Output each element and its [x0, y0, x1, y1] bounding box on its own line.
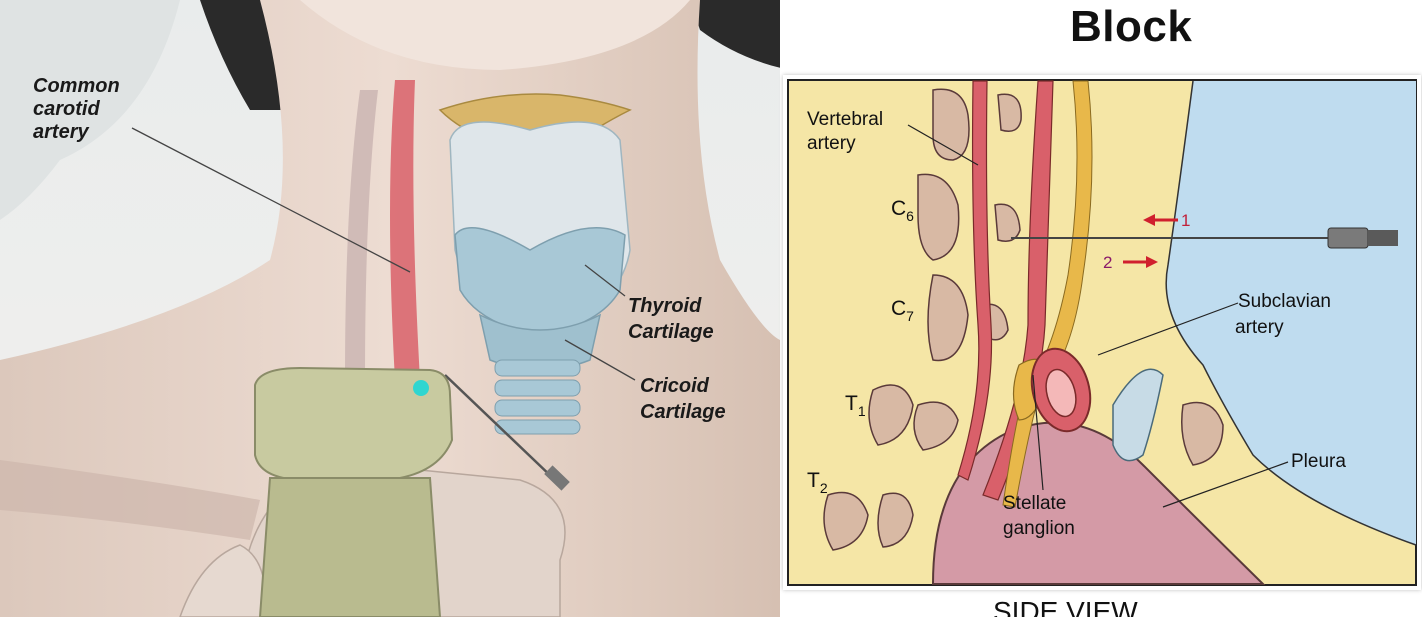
side-view-inset: 1 2 Vertebral artery Subclavian artery S…	[783, 75, 1421, 590]
label-subclavian-artery: artery	[1235, 317, 1284, 338]
trachea-ring	[495, 360, 580, 376]
label-common: Common	[33, 75, 120, 97]
label-thyroid: Thyroid	[628, 295, 702, 317]
label-vertebral-artery: artery	[807, 133, 856, 154]
label-stellate: Stellate	[1003, 493, 1066, 514]
neck-illustration: Common carotid artery Thyroid Cartilage …	[0, 0, 780, 617]
neck-illustration-svg: Common carotid artery Thyroid Cartilage …	[0, 0, 780, 617]
title: Block	[1070, 2, 1192, 52]
probe-indicator-dot	[413, 380, 429, 396]
arrow-2-label: 2	[1103, 253, 1112, 272]
label-vertebral: Vertebral	[807, 109, 883, 130]
label-artery: artery	[33, 121, 89, 143]
inset-needle-hub	[1328, 228, 1368, 248]
side-view-svg: 1 2 Vertebral artery Subclavian artery S…	[783, 75, 1421, 590]
label-carotid: carotid	[33, 98, 100, 120]
label-stellate-ganglion: ganglion	[1003, 518, 1075, 539]
label-cricoid-cartilage: Cartilage	[640, 401, 726, 423]
label-pleura: Pleura	[1291, 451, 1346, 472]
inset-syringe	[1368, 230, 1398, 246]
side-view-caption: SIDE VIEW	[993, 596, 1138, 617]
label-cricoid: Cricoid	[640, 375, 710, 397]
label-thyroid-cartilage: Cartilage	[628, 321, 714, 343]
label-subclavian: Subclavian	[1238, 291, 1331, 312]
trachea-ring	[495, 420, 580, 434]
trachea-ring	[495, 380, 580, 396]
trachea-ring	[495, 400, 580, 416]
ultrasound-probe-handle	[260, 478, 440, 617]
arrow-1-label: 1	[1181, 211, 1190, 230]
